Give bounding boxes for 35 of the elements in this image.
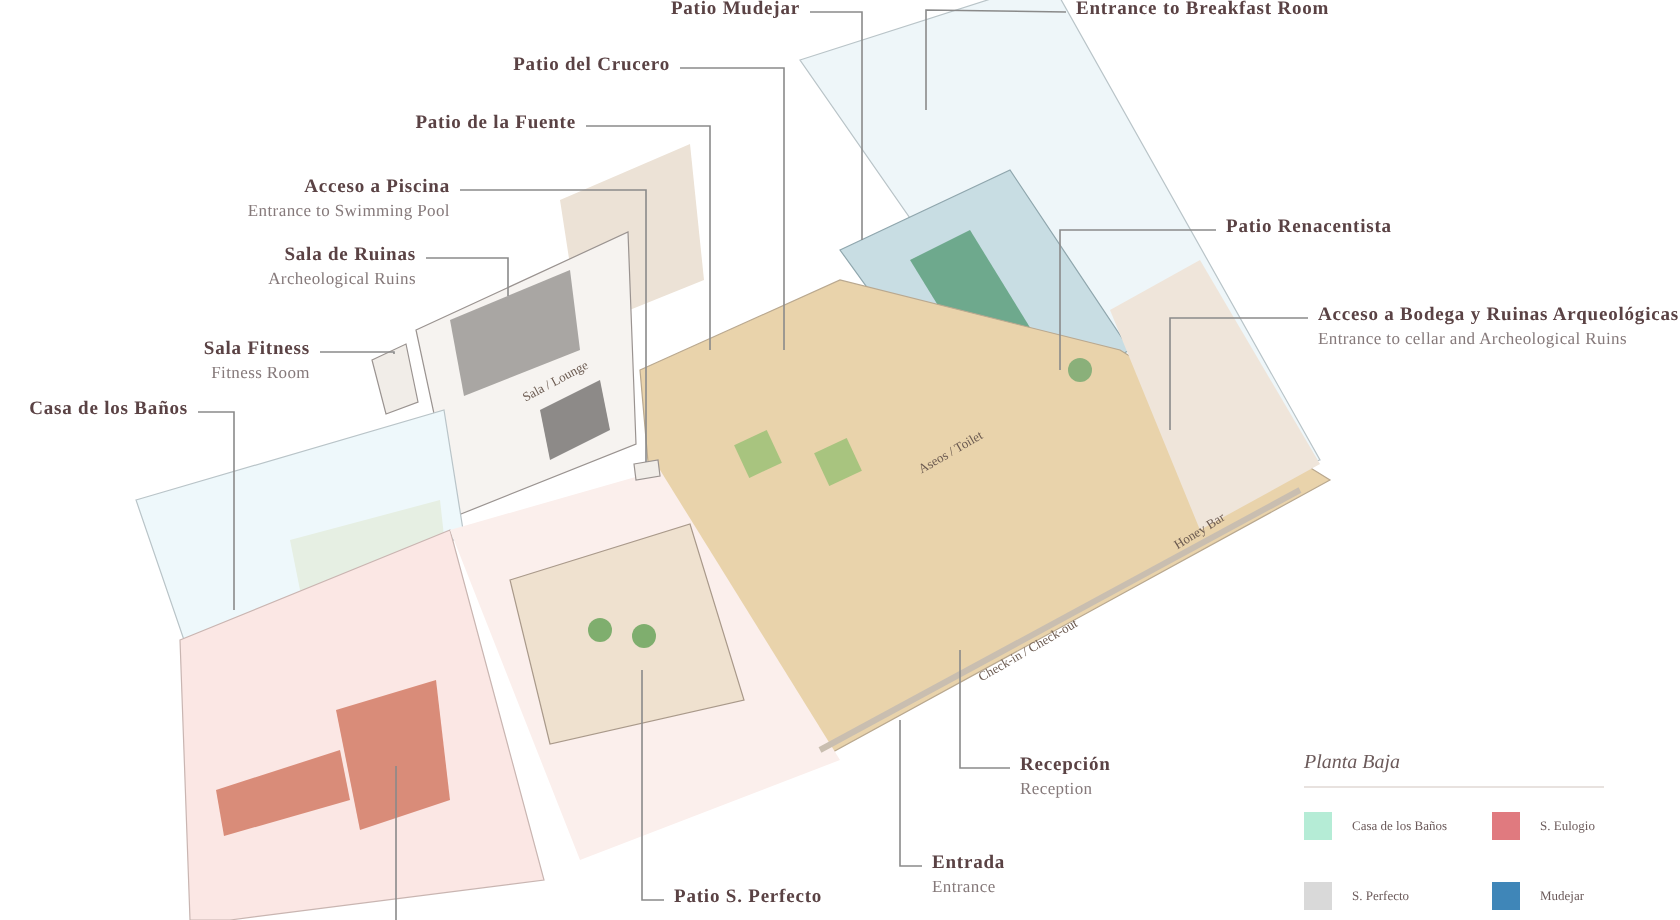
leader-line — [425, 257, 509, 297]
callout-subtitle: Archeological Ruins — [268, 268, 416, 288]
callout-title: Sala Fitness — [203, 340, 310, 362]
callout-subtitle: Entrance to Swimming Pool — [247, 200, 450, 220]
leader-line — [585, 125, 711, 351]
callout-title: Patio S. Perfecto — [674, 888, 823, 910]
leader-line — [899, 719, 923, 867]
leader-line — [641, 669, 665, 901]
callout-subtitle: Entrance — [932, 876, 998, 896]
leader-line — [809, 11, 863, 241]
callout-title: Sala de Ruinas — [282, 246, 416, 268]
leader-line — [459, 189, 647, 463]
callout-title: Acceso a Piscina — [302, 178, 450, 200]
leader-line — [1169, 317, 1309, 431]
legend-title: Planta Baja — [1304, 752, 1401, 774]
callout-title: Patio Renacentista — [1226, 218, 1392, 240]
callout-subtitle: Fitness Room — [209, 362, 310, 382]
callout-title: Casa de los Baños — [29, 400, 188, 422]
leader-line — [959, 649, 1011, 769]
leader-line — [1059, 229, 1217, 371]
callout-subtitle: Entrance to cellar and Archeological Ruins — [1318, 328, 1629, 348]
callout-title: Acceso a Bodega y Ruinas Arqueológicas — [1318, 306, 1679, 328]
callout-title: Entrance to Breakfast Room — [1076, 0, 1330, 22]
fitness-room — [371, 343, 419, 415]
callout-title: Entrada — [932, 854, 1006, 876]
callout-subtitle: Reception — [1020, 778, 1095, 798]
callout-title: Patio del Crucero — [513, 56, 670, 78]
leader-line — [197, 411, 235, 611]
doorway — [633, 459, 661, 481]
leader-line — [679, 67, 785, 351]
callout-title: Recepción — [1020, 756, 1111, 778]
leader-line — [925, 9, 1067, 111]
callout-title: Patio de la Fuente — [415, 114, 576, 136]
leader-line — [319, 351, 395, 355]
callout-title: Patio Mudejar — [670, 0, 800, 22]
